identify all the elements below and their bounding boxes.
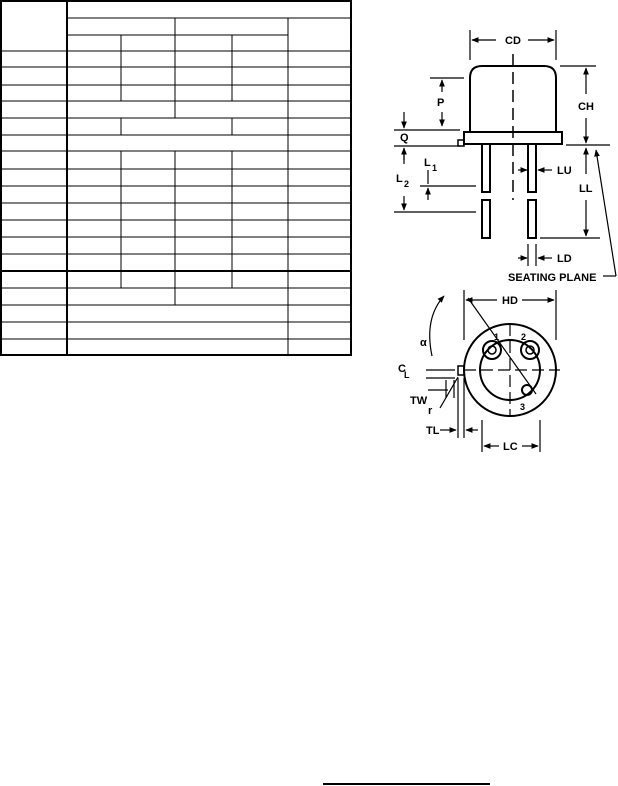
label-cl: C bbox=[398, 363, 406, 375]
bottom-view bbox=[457, 297, 560, 417]
label-ch: CH bbox=[578, 101, 594, 113]
label-r: r bbox=[428, 405, 433, 417]
label-tl: TL bbox=[426, 425, 440, 437]
pin-3 bbox=[521, 384, 533, 396]
label-alpha: α bbox=[420, 337, 427, 349]
footer-rule bbox=[323, 783, 490, 785]
dimension-table-grid bbox=[0, 0, 352, 356]
lead-left bbox=[481, 143, 491, 193]
label-ll: LL bbox=[579, 183, 593, 195]
label-cd: CD bbox=[505, 35, 521, 47]
lead-right bbox=[527, 143, 537, 193]
side-view bbox=[457, 54, 563, 239]
pin-2 bbox=[520, 340, 540, 360]
package-outline-drawing: CD CH P Q L 1 L 2 LU LL LD SEATING PLANE bbox=[394, 30, 617, 453]
label-lu: LU bbox=[557, 165, 572, 177]
label-cl-sub: L bbox=[404, 370, 410, 380]
label-l2-sub: 2 bbox=[404, 179, 409, 189]
label-l1-sub: 1 bbox=[432, 163, 437, 173]
label-lc: LC bbox=[503, 441, 518, 453]
label-l1: L bbox=[424, 157, 431, 169]
label-hd: HD bbox=[502, 295, 518, 307]
label-seating-plane: SEATING PLANE bbox=[508, 272, 596, 284]
dimension-table bbox=[0, 0, 352, 356]
label-p: P bbox=[437, 97, 444, 109]
label-ld: LD bbox=[557, 253, 572, 265]
pin-1 bbox=[482, 340, 502, 360]
label-tw: TW bbox=[410, 395, 428, 407]
label-pin-3: 3 bbox=[520, 402, 525, 412]
label-l2: L bbox=[396, 173, 403, 185]
label-q: Q bbox=[400, 132, 409, 144]
label-pin-1: 1 bbox=[494, 332, 499, 342]
label-pin-2: 2 bbox=[521, 332, 526, 342]
